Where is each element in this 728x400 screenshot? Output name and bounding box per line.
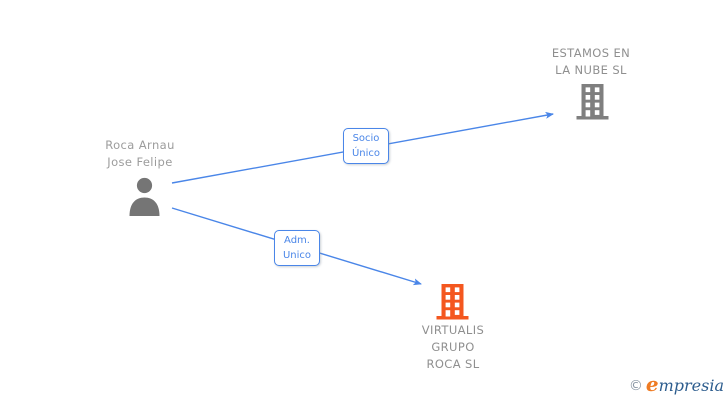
edge-label-socio-line2: Único (351, 148, 381, 159)
person-name-line1: Roca Arnau (105, 138, 175, 152)
building-icon-glyph-orange (436, 284, 469, 320)
empresia-logo[interactable]: ©empresia (629, 372, 724, 396)
company-virtualis-line1: VIRTUALIS (421, 323, 485, 337)
empresia-logo-e: e (645, 372, 659, 396)
person-name-line2: Jose Felipe (107, 155, 173, 169)
edge-label-socio-line1: Socio (352, 133, 380, 144)
company-virtualis-label[interactable]: VIRTUALIS GRUPO ROCA SL (392, 322, 514, 373)
person-icon[interactable] (127, 176, 162, 220)
company-estamos-building-icon[interactable] (576, 84, 609, 124)
building-icon-glyph-gray (576, 84, 609, 120)
company-estamos-en-la-nube-label[interactable]: ESTAMOS EN LA NUBE SL (531, 45, 651, 79)
empresia-logo-text: mpresia (658, 376, 724, 395)
person-node-label[interactable]: Roca Arnau Jose Felipe (75, 137, 205, 171)
edge-label-adm-line2: Unico (282, 250, 312, 261)
person-icon-glyph (129, 177, 160, 216)
copyright-icon: © (628, 378, 643, 394)
company-virtualis-line2: GRUPO (431, 340, 475, 354)
company-estamos-line1: ESTAMOS EN (551, 46, 631, 60)
edge-label-adm-line1: Adm. (284, 235, 310, 246)
company-virtualis-building-icon[interactable] (436, 284, 469, 324)
company-virtualis-line3: ROCA SL (426, 357, 480, 371)
company-estamos-line2: LA NUBE SL (555, 63, 627, 77)
edge-label-socio-unico[interactable]: Socio Único (343, 128, 389, 164)
edge-label-adm-unico[interactable]: Adm. Unico (274, 230, 320, 266)
